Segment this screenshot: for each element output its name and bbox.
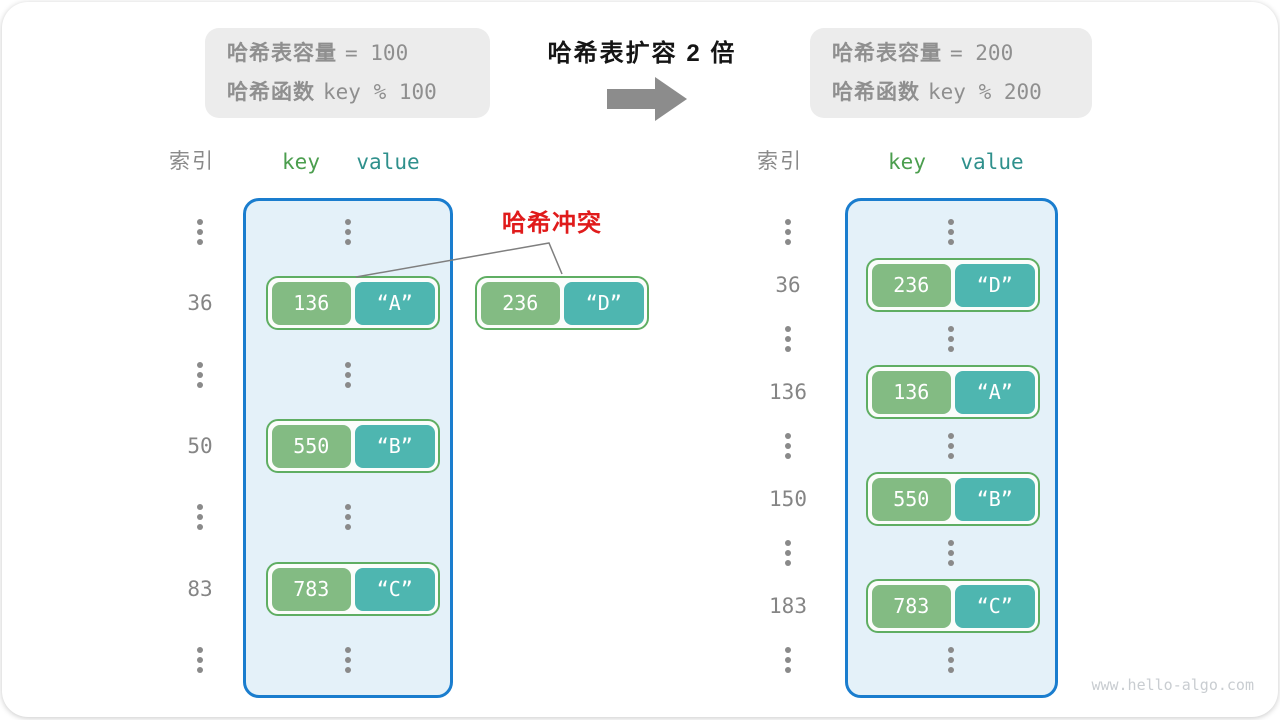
pair-value: “C” — [955, 584, 1035, 628]
capacity-label: 哈希表容量 — [832, 42, 942, 65]
ellipsis-icon — [345, 657, 351, 663]
pair-key: 783 — [871, 584, 951, 628]
pair-value: “B” — [355, 424, 435, 468]
index-label: 83 — [187, 577, 213, 601]
pair-550-B: 550 “B” — [266, 419, 440, 473]
watermark: www.hello-algo.com — [1091, 676, 1254, 694]
ellipsis-icon — [785, 229, 791, 235]
hash-function-value: key % 100 — [323, 80, 437, 104]
index-label: 183 — [769, 594, 807, 618]
ellipsis-icon — [948, 336, 954, 342]
index-header-right: 索引 — [757, 150, 803, 173]
pair-key: 136 — [271, 281, 351, 325]
index-label: 136 — [769, 380, 807, 404]
hash-function-line: 哈希函数 key % 200 — [832, 73, 1070, 112]
index-label: 36 — [187, 291, 213, 315]
capacity-label: 哈希表容量 — [227, 42, 337, 65]
index-label: 150 — [769, 487, 807, 511]
index-label: 36 — [775, 273, 801, 297]
pair-value: “D” — [564, 281, 644, 325]
capacity-value: = 200 — [950, 41, 1014, 65]
capacity-info-old: 哈希表容量 = 100 哈希函数 key % 100 — [205, 28, 490, 118]
expand-title: 哈希表扩容 2 倍 — [547, 40, 737, 67]
collision-label: 哈希冲突 — [502, 210, 602, 237]
pair-value: “A” — [955, 370, 1035, 414]
capacity-value: = 100 — [345, 41, 409, 65]
ellipsis-icon — [197, 514, 203, 520]
ellipsis-icon — [197, 372, 203, 378]
ellipsis-icon — [785, 336, 791, 342]
hash-function-value: key % 200 — [928, 80, 1042, 104]
hash-function-line: 哈希函数 key % 100 — [227, 73, 468, 112]
pair-136-A: 136 “A” — [866, 365, 1040, 419]
value-header-left: value — [356, 150, 420, 174]
pair-783-C: 783 “C” — [266, 562, 440, 616]
arrow-shaft — [607, 89, 655, 109]
pair-550-B: 550 “B” — [866, 472, 1040, 526]
pair-value: “D” — [955, 263, 1035, 307]
pair-key: 783 — [271, 567, 351, 611]
arrow-head — [655, 77, 687, 121]
ellipsis-icon — [197, 229, 203, 235]
ellipsis-icon — [948, 550, 954, 556]
right-arrow-icon — [607, 77, 699, 121]
ellipsis-icon — [345, 229, 351, 235]
pair-value: “B” — [955, 477, 1035, 521]
pair-236-D: 236 “D” — [866, 258, 1040, 312]
hash-function-label: 哈希函数 — [227, 81, 315, 104]
ellipsis-icon — [948, 443, 954, 449]
pair-key: 550 — [871, 477, 951, 521]
pair-value: “C” — [355, 567, 435, 611]
capacity-info-new: 哈希表容量 = 200 哈希函数 key % 200 — [810, 28, 1092, 118]
capacity-line: 哈希表容量 = 100 — [227, 34, 468, 73]
pair-key: 550 — [271, 424, 351, 468]
pair-key: 136 — [871, 370, 951, 414]
ellipsis-icon — [197, 657, 203, 663]
ellipsis-icon — [345, 372, 351, 378]
hash-function-label: 哈希函数 — [832, 81, 920, 104]
ellipsis-icon — [785, 657, 791, 663]
pair-key: 236 — [871, 263, 951, 307]
capacity-line: 哈希表容量 = 200 — [832, 34, 1070, 73]
pair-value: “A” — [355, 281, 435, 325]
ellipsis-icon — [948, 229, 954, 235]
ellipsis-icon — [785, 443, 791, 449]
pair-key: 236 — [480, 281, 560, 325]
key-header-right: key — [888, 150, 926, 174]
value-header-right: value — [960, 150, 1024, 174]
key-header-left: key — [282, 150, 320, 174]
ellipsis-icon — [948, 657, 954, 663]
pair-783-C: 783 “C” — [866, 579, 1040, 633]
ellipsis-icon — [345, 514, 351, 520]
index-label: 50 — [187, 434, 213, 458]
pair-136-A: 136 “A” — [266, 276, 440, 330]
ellipsis-icon — [785, 550, 791, 556]
pair-236-D-colliding: 236 “D” — [475, 276, 649, 330]
index-header-left: 索引 — [169, 150, 215, 173]
